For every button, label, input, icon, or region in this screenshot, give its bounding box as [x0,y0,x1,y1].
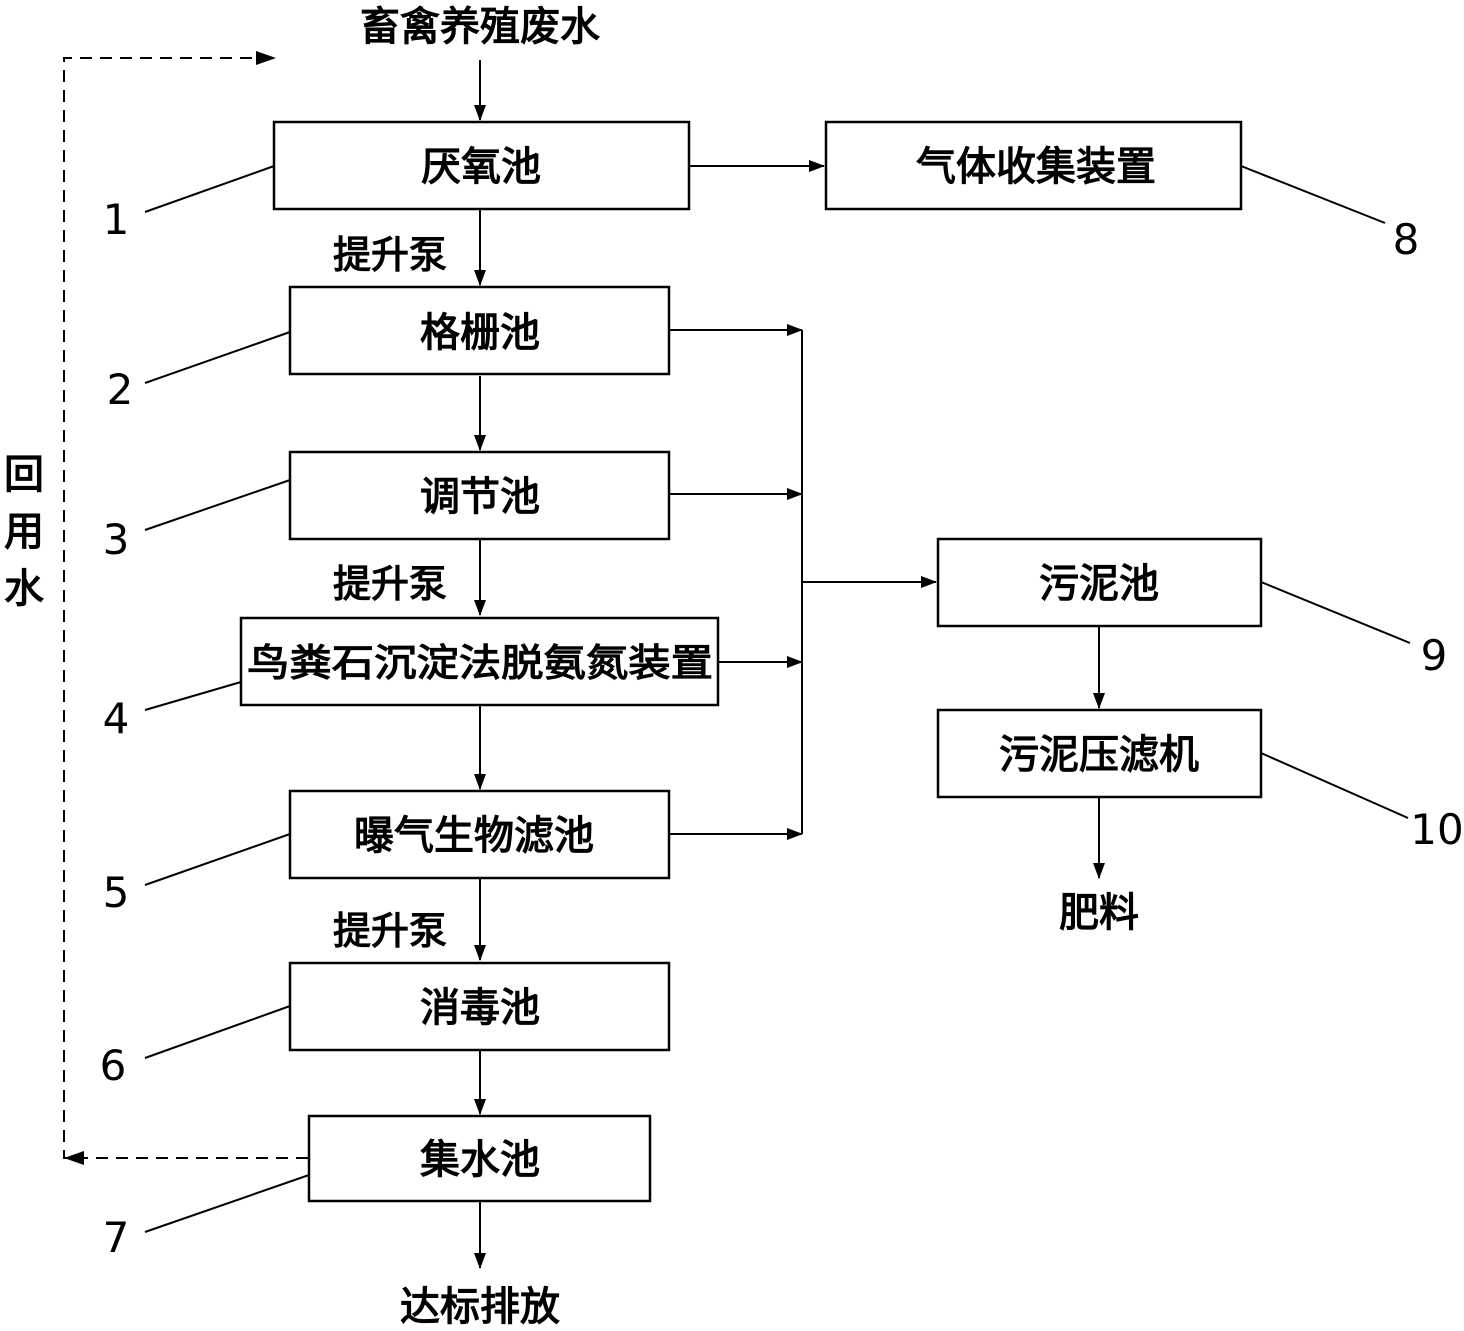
ref-3: 3 [103,479,291,564]
svg-text:3: 3 [103,515,130,564]
svg-text:1: 1 [103,195,130,244]
node-sludge-tank: 污泥池 [936,537,1263,628]
node-gas-collector: 气体收集装置 [824,120,1243,211]
node-collection-tank: 集水池 [307,1114,652,1203]
ref-2: 2 [107,331,291,414]
pump-label-3: 提升泵 [333,909,447,953]
recycle-char-3: 水 [4,566,45,612]
node-grid-tank: 格栅池 [288,285,671,376]
ref-9: 9 [1260,581,1448,680]
svg-text:10: 10 [1410,805,1463,854]
node-label: 气体收集装置 [916,144,1156,190]
pump-label-1: 提升泵 [333,233,447,277]
recycle-char-1: 回 [4,452,44,498]
node-label: 污泥压滤机 [999,732,1199,778]
ref-1: 1 [103,165,275,244]
output-label: 达标排放 [400,1284,560,1330]
node-label: 集水池 [419,1137,540,1183]
recycle-char-2: 用 [4,509,44,555]
sludge-manifold [669,324,937,840]
node-label: 厌氧池 [421,144,541,190]
svg-text:6: 6 [100,1041,127,1090]
node-anaerobic-tank: 厌氧池 [272,120,691,211]
fertilizer-label: 肥料 [1059,890,1139,936]
node-label: 调节池 [420,474,540,520]
node-label: 曝气生物滤池 [354,813,594,859]
node-label: 格栅池 [420,310,540,356]
ref-7: 7 [103,1174,310,1262]
input-label: 畜禽养殖废水 [360,4,601,50]
node-disinfection-tank: 消毒池 [288,961,671,1052]
svg-text:9: 9 [1421,631,1448,680]
svg-text:4: 4 [103,694,130,743]
node-label: 鸟粪石沉淀法脱氨氮装置 [247,641,713,685]
ref-6: 6 [100,1005,291,1090]
recycle-loop [63,51,308,1165]
node-baf-tank: 曝气生物滤池 [288,789,671,880]
ref-8: 8 [1240,165,1420,264]
svg-text:7: 7 [103,1213,130,1262]
svg-text:8: 8 [1393,215,1420,264]
ref-10: 10 [1260,752,1464,854]
recycle-label: 回 用 水 [4,452,45,612]
pump-label-2: 提升泵 [333,562,447,606]
node-label: 污泥池 [1039,561,1159,607]
node-label: 消毒池 [420,985,540,1031]
ref-4: 4 [103,681,242,743]
svg-text:5: 5 [103,868,130,917]
ref-5: 5 [103,833,291,917]
svg-text:2: 2 [107,365,134,414]
node-struvite-device: 鸟粪石沉淀法脱氨氮装置 [239,616,720,707]
node-sludge-press: 污泥压滤机 [936,708,1263,799]
node-regulating-tank: 调节池 [288,450,671,541]
